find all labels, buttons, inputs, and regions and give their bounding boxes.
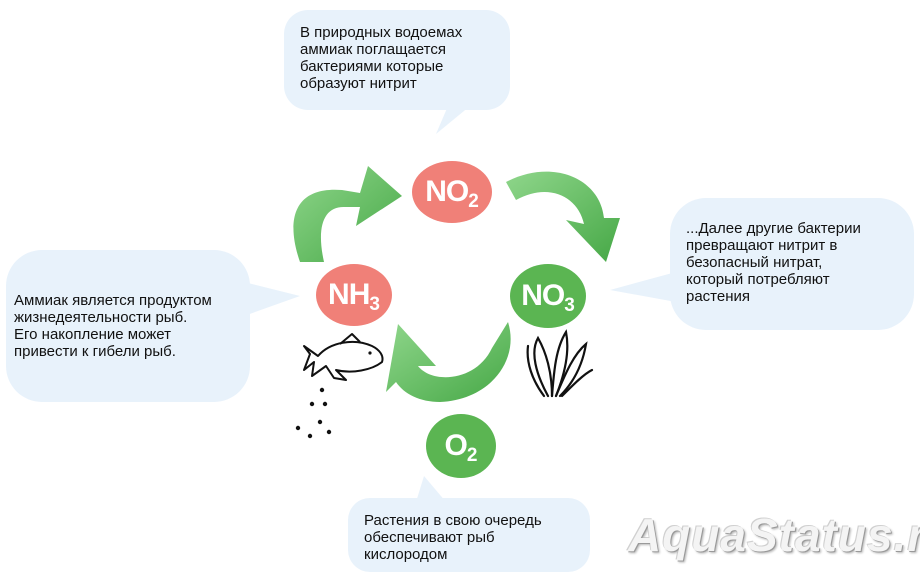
bubble-left — [6, 250, 300, 402]
arrow-nh3-to-no2 — [293, 166, 402, 262]
arrow-no3-to-nh3 — [386, 322, 511, 402]
node-o2: O 2 — [426, 414, 496, 478]
node-o2-main: O — [444, 429, 468, 462]
bubble-left-line: привести к гибели рыб. — [14, 343, 176, 360]
bubble-bottom-line: обеспечивают рыб — [364, 529, 495, 546]
bubble-bottom-line: Растения в свою очередь — [364, 512, 542, 529]
node-no2-sub: 2 — [468, 191, 479, 212]
node-no3-main: NO — [521, 279, 565, 312]
bubble-left-line: Аммиак является продуктом — [14, 292, 212, 309]
bubble-top-line: образуют нитрит — [300, 75, 417, 92]
bubble-bottom-line: кислородом — [364, 546, 448, 563]
bubble-right-line: превращают нитрит в — [686, 237, 838, 254]
bubble-right-text: ...Далее другие бактерии превращают нитр… — [686, 220, 861, 305]
bubble-left-line: жизнедеятельности рыб. — [14, 309, 188, 326]
bubble-top-line: В природных водоемах — [300, 24, 463, 41]
bubble-right-line: который потребляют — [686, 271, 830, 288]
node-nh3-main: NH — [328, 278, 370, 311]
fish-icon — [303, 333, 384, 381]
bubble-left-text: Аммиак является продуктом жизнедеятельно… — [14, 292, 212, 360]
arrow-no2-to-no3 — [506, 171, 620, 262]
node-o2-sub: 2 — [466, 445, 478, 466]
bubble-right-line: безопасный нитрат, — [686, 254, 823, 271]
bubble-right-line: растения — [686, 288, 751, 305]
node-no2: NO 2 — [412, 161, 492, 223]
node-no3: NO 3 — [510, 264, 586, 328]
bubble-right-line: ...Далее другие бактерии — [686, 220, 861, 237]
bubble-bottom — [348, 476, 590, 572]
bubble-top — [284, 10, 510, 134]
bubble-left-line: Его накопление может — [14, 326, 171, 343]
watermark-logo: AquaStatus.ru — [628, 509, 920, 561]
node-nh3-sub: 3 — [369, 294, 380, 315]
bubble-top-text: В природных водоемах аммиак поглащается … — [300, 24, 462, 92]
pellets-icon — [295, 387, 332, 439]
node-nh3: NH 3 — [316, 264, 392, 326]
bubble-top-line: бактериями которые — [300, 58, 444, 75]
bubble-bottom-text: Растения в свою очередь обеспечивают рыб… — [364, 512, 542, 563]
bubble-right — [610, 198, 914, 330]
node-no3-sub: 3 — [564, 295, 575, 316]
node-no2-main: NO — [425, 175, 469, 208]
bubble-top-line: аммиак поглащается — [300, 41, 446, 58]
plant-icon — [526, 329, 594, 398]
